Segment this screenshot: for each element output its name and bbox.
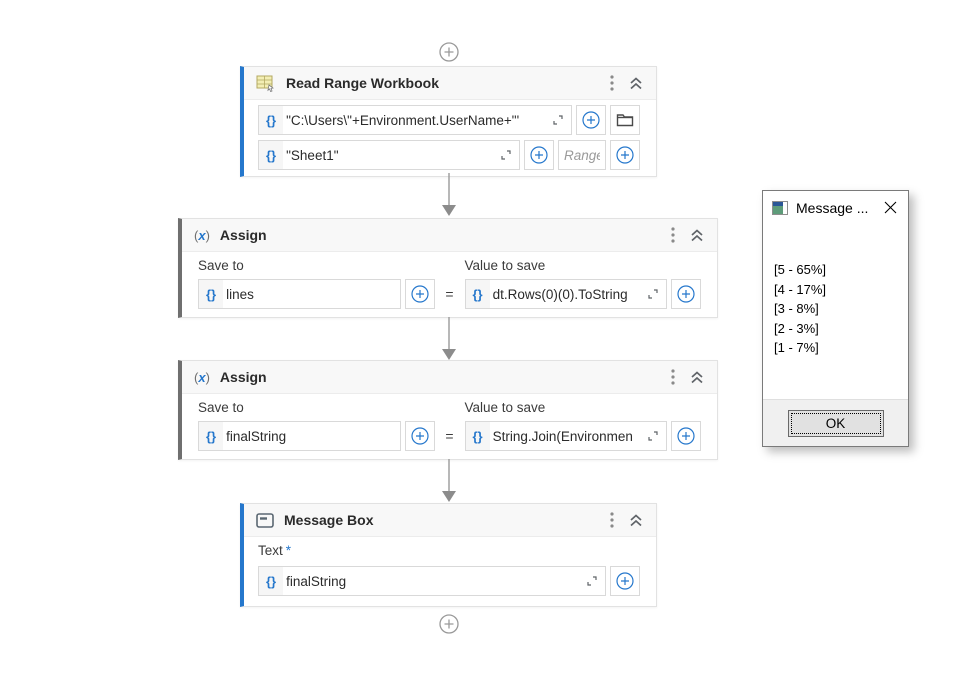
expand-editor-icon[interactable]: [579, 575, 605, 587]
value-to-save-value: dt.Rows(0)(0).ToString: [492, 286, 628, 302]
kebab-menu-icon[interactable]: [671, 369, 675, 385]
save-to-label: Save to: [198, 400, 244, 415]
equals-sign: =: [445, 428, 454, 444]
save-to-input[interactable]: {} finalString: [198, 421, 401, 451]
activity-message-box[interactable]: Message Box Text* {} finalString: [240, 503, 657, 607]
window-icon: [772, 200, 788, 215]
add-expression-button[interactable]: [524, 140, 554, 170]
add-expression-button[interactable]: [404, 279, 435, 309]
activity-title: Message Box: [284, 512, 374, 528]
message-text-value: finalString: [286, 573, 347, 589]
activity-header[interactable]: Read Range Workbook: [244, 67, 656, 100]
message-text-input[interactable]: {} finalString: [258, 566, 606, 596]
add-circle-icon: [582, 111, 600, 129]
expression-braces-icon: {}: [259, 141, 284, 169]
save-to-input[interactable]: {} lines: [198, 279, 401, 309]
message-line: [1 - 7%]: [774, 340, 819, 355]
kebab-menu-icon[interactable]: [610, 75, 614, 91]
kebab-menu-icon[interactable]: [671, 227, 675, 243]
add-circle-icon: [616, 572, 634, 590]
value-to-save-input[interactable]: {} dt.Rows(0)(0).ToString: [464, 279, 667, 309]
connector-arrow: [442, 173, 456, 216]
assign-fx-icon: (x): [194, 227, 210, 243]
dialog-message-text: [5 - 65%] [4 - 17%] [3 - 8%] [2 - 3%] [1…: [763, 224, 908, 399]
expression-braces-icon: {}: [199, 280, 224, 308]
required-asterisk: *: [285, 543, 292, 558]
message-line: [4 - 17%]: [774, 281, 827, 297]
close-button[interactable]: [878, 196, 902, 220]
message-line: [5 - 65%]: [774, 262, 827, 277]
dialog-titlebar[interactable]: Message ...: [763, 191, 908, 224]
add-activity-button-bottom[interactable]: [439, 614, 459, 634]
file-path-value: "C:\Users\"+Environment.UserName+"': [286, 112, 520, 128]
message-dialog: Message ... [5 - 65%] [4 - 17%] [3 - 8%]…: [762, 190, 909, 447]
collapse-chevron-icon[interactable]: [628, 76, 644, 91]
sheet-name-value: "Sheet1": [286, 147, 339, 163]
expression-braces-icon: {}: [259, 106, 284, 134]
dialog-footer: OK: [763, 399, 908, 446]
ok-button[interactable]: OK: [787, 409, 884, 437]
add-expression-button[interactable]: [404, 421, 435, 451]
range-placeholder: Range: [564, 147, 600, 163]
activity-header[interactable]: Message Box: [244, 504, 656, 537]
expand-editor-icon[interactable]: [545, 114, 571, 126]
sheet-name-input[interactable]: {} "Sheet1": [258, 140, 520, 170]
add-circle-icon: [410, 285, 429, 303]
add-circle-icon: [677, 285, 695, 303]
save-to-value: finalString: [226, 428, 287, 444]
expression-braces-icon: {}: [465, 422, 490, 450]
add-expression-button[interactable]: [576, 105, 606, 135]
expression-braces-icon: {}: [465, 280, 490, 308]
activity-header[interactable]: (x) Assign: [182, 219, 717, 252]
add-expression-button[interactable]: [671, 421, 701, 451]
range-input[interactable]: Range: [558, 140, 606, 170]
message-box-icon: [256, 512, 274, 528]
add-expression-button[interactable]: [610, 566, 640, 596]
expand-editor-icon[interactable]: [640, 288, 666, 300]
value-to-save-input[interactable]: {} String.Join(Environmen: [464, 421, 667, 451]
activity-title: Read Range Workbook: [286, 75, 439, 91]
value-to-save-label: Value to save: [464, 258, 546, 273]
dialog-title: Message ...: [796, 199, 869, 216]
message-line: [3 - 8%]: [774, 301, 819, 316]
expand-editor-icon[interactable]: [640, 430, 666, 442]
collapse-chevron-icon[interactable]: [628, 513, 644, 528]
folder-icon: [616, 114, 634, 127]
equals-sign: =: [445, 286, 454, 302]
expression-braces-icon: {}: [199, 422, 224, 450]
add-circle-icon: [616, 146, 634, 164]
excel-workbook-icon: [256, 75, 274, 92]
value-to-save-label: Value to save: [464, 400, 546, 415]
save-to-value: lines: [226, 286, 254, 302]
add-circle-icon: [677, 427, 695, 445]
file-path-input[interactable]: {} "C:\Users\"+Environment.UserName+"': [258, 105, 572, 135]
value-to-save-value: String.Join(Environmen: [492, 428, 633, 444]
add-circle-icon: [530, 146, 548, 164]
activity-title: Assign: [219, 227, 267, 243]
kebab-menu-icon[interactable]: [610, 512, 614, 528]
collapse-chevron-icon[interactable]: [689, 228, 705, 243]
add-circle-icon: [439, 614, 459, 634]
activity-title: Assign: [219, 369, 267, 385]
connector-arrow: [442, 459, 456, 502]
activity-read-range-workbook[interactable]: Read Range Workbook {} "C:\Users\"+Envir…: [240, 66, 657, 177]
save-to-label: Save to: [198, 258, 244, 273]
message-line: [2 - 3%]: [774, 320, 819, 336]
connector-arrow: [442, 317, 456, 360]
add-circle-icon: [439, 42, 459, 62]
expression-braces-icon: {}: [259, 567, 284, 595]
activity-assign-lines[interactable]: (x) Assign Save to Value to save {} line…: [178, 218, 718, 318]
add-expression-button[interactable]: [610, 140, 640, 170]
add-activity-button-top[interactable]: [439, 42, 459, 62]
collapse-chevron-icon[interactable]: [689, 370, 705, 385]
activity-assign-finalstring[interactable]: (x) Assign Save to Value to save {} fina…: [178, 360, 718, 460]
add-expression-button[interactable]: [671, 279, 701, 309]
text-label: Text*: [258, 543, 292, 558]
assign-fx-icon: (x): [194, 369, 210, 385]
close-icon: [884, 201, 896, 214]
activity-header[interactable]: (x) Assign: [182, 361, 717, 394]
browse-folder-button[interactable]: [610, 105, 640, 135]
expand-editor-icon[interactable]: [493, 149, 519, 161]
add-circle-icon: [410, 427, 429, 445]
